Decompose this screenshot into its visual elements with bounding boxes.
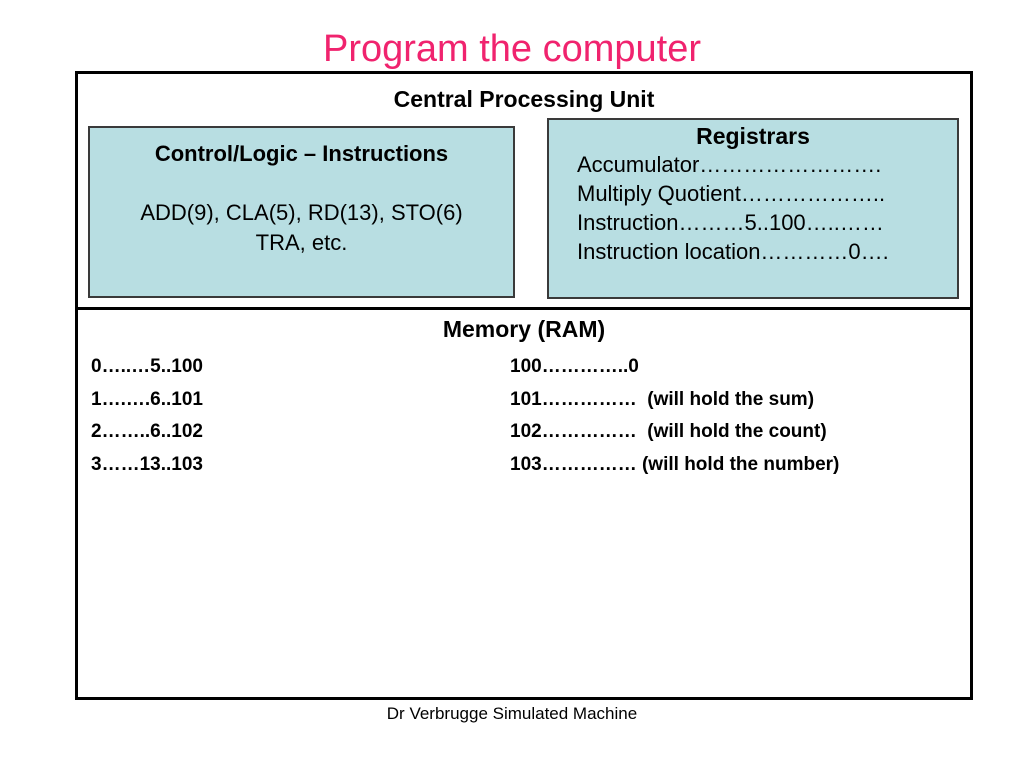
machine-outline-box: Central Processing Unit Control/Logic – … [75, 71, 973, 700]
control-instruction-set-line-2: TRA, etc. [255, 230, 348, 255]
control-logic-box: Control/Logic – Instructions ADD(9), CLA… [88, 126, 515, 298]
memory-section: Memory (RAM) 0…..…5..100 1….….6..101 2……… [78, 307, 970, 697]
memory-column-right: 100…………..0 101…………… (will hold the sum) … [510, 351, 839, 481]
memory-cell-103: 103…………… (will hold the number) [510, 453, 840, 475]
register-accumulator: Accumulator……………………. [577, 152, 882, 177]
memory-cell-1: 1….….6..101 [91, 388, 203, 410]
memory-cell-100: 100…………..0 [510, 356, 639, 377]
slide-title: Program the computer [322, 28, 702, 70]
register-multiply-quotient: Multiply Quotient……………….. [577, 181, 886, 206]
control-logic-title: Control/Logic – Instructions [154, 141, 449, 166]
control-instruction-set-line: ADD(9), CLA(5), RD(13), STO(6) [140, 200, 463, 225]
memory-cell-2: 2……..6..102 [91, 421, 203, 442]
memory-cell-101: 101…………… (will hold the sum) [510, 388, 815, 410]
cpu-section-title: Central Processing Unit [393, 86, 655, 112]
register-instruction-location: Instruction location…………0…. [577, 239, 889, 264]
registrars-box: Registrars Accumulator……………………. Multiply… [547, 118, 959, 299]
memory-cell-102: 102…………… (will hold the count) [510, 421, 827, 442]
memory-cell-3: 3……13..103 [91, 453, 203, 475]
register-instruction: Instruction………5..100…..…… [577, 210, 884, 235]
memory-column-left: 0…..…5..100 1….….6..101 2……..6..102 3……1… [91, 351, 203, 481]
slide-footer-caption: Dr Verbrugge Simulated Machine [386, 704, 638, 723]
registrars-title: Registrars [696, 123, 810, 149]
memory-cell-0: 0…..…5..100 [91, 356, 203, 377]
memory-title: Memory (RAM) [442, 316, 606, 342]
